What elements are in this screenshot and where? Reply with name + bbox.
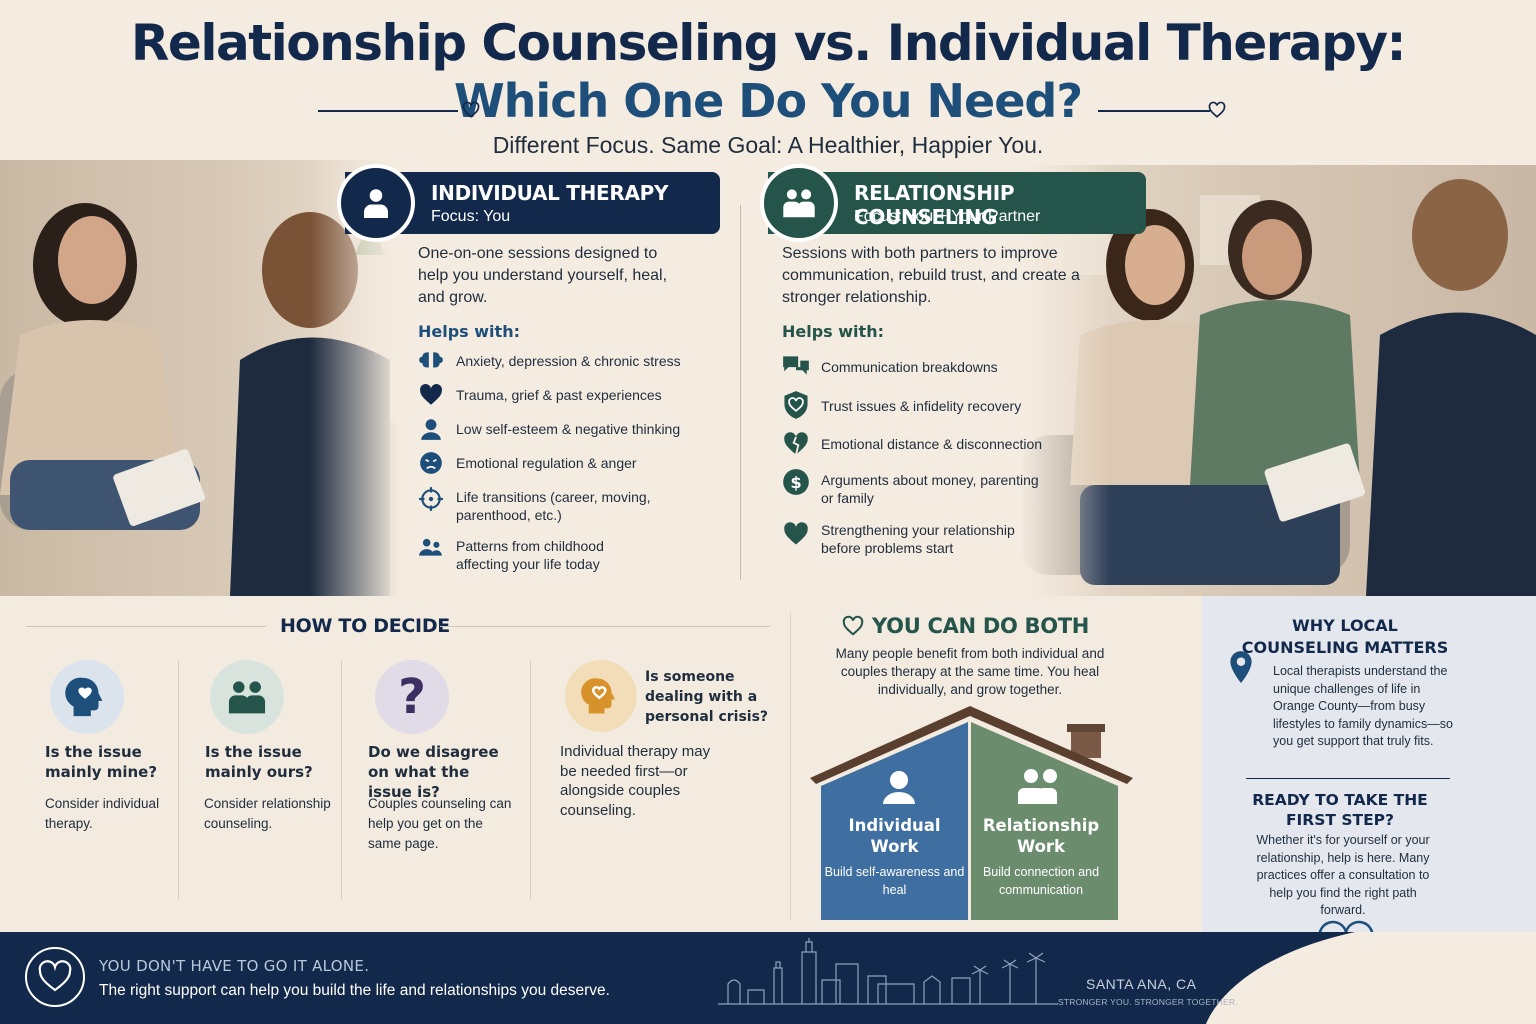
list-item: Low self-esteem & negative thinking (456, 421, 681, 437)
decide-icon-3: ? (375, 660, 449, 734)
list-item: Life transitions (career, moving, parent… (456, 489, 651, 523)
list-item: Strengthening your relationship before p… (821, 522, 1015, 556)
city-skyline-icon (718, 938, 1058, 1005)
relationship-counseling-photo (1020, 165, 1536, 596)
decide-question-2: Is the issue mainly ours? (205, 743, 313, 781)
decide-answer-3: Couples counseling can help you get on t… (368, 796, 512, 851)
decide-icon-4 (565, 660, 637, 732)
relationship-counseling-focus: Focus: You + Your Partner (854, 208, 1041, 225)
question-mark-icon: ? (398, 673, 426, 721)
heart-icon (462, 101, 480, 118)
column-divider (740, 205, 741, 580)
heart-icon (784, 522, 808, 545)
relationship-work-subtitle: Build connection and communication (982, 865, 1100, 897)
couple-icon (783, 189, 815, 218)
decide-answer-2: Consider relationship counseling. (204, 796, 331, 831)
footer: YOU DON'T HAVE TO GO IT ALONE. The right… (0, 932, 1536, 1024)
list-item: Arguments about money, parenting or fami… (821, 472, 1039, 506)
couple-icon (228, 681, 266, 714)
why-local-title: WHY LOCAL COUNSELING MATTERS (1241, 616, 1449, 657)
heart-icon (842, 615, 864, 636)
individual-work-title: Individual Work (848, 816, 941, 856)
heart-icon (1208, 101, 1226, 118)
individual-therapy-focus: Focus: You (431, 208, 511, 225)
decide-answer-1: Consider individual therapy. (45, 796, 160, 831)
header: Relationship Counseling vs. Individual T… (0, 0, 1536, 165)
list-item: Trauma, grief & past experiences (456, 387, 662, 403)
head-heart-icon (65, 677, 103, 717)
person-icon (421, 419, 441, 440)
relationship-counseling-description: Sessions with both partners to improve c… (782, 245, 1080, 306)
individual-therapy-banner: INDIVIDUAL THERAPY Focus: You (337, 164, 720, 242)
individual-work-subtitle: Build self-awareness and heal (824, 865, 965, 897)
decide-answer-4: Individual therapy may be needed first—o… (560, 743, 711, 819)
individual-helps-title: Helps with: (418, 322, 520, 341)
you-can-do-both-text: Many people benefit from both individual… (835, 646, 1105, 697)
why-local-text: Local therapists understand the unique c… (1273, 664, 1453, 748)
list-item: Emotional distance & disconnection (821, 436, 1043, 452)
relationship-counseling-title: RELATIONSHIP COUNSELING (854, 181, 1015, 229)
individual-therapy-description: One-on-one sessions designed to help you… (418, 245, 668, 306)
footer-tagline: STRONGER YOU. STRONGER TOGETHER. (1058, 997, 1238, 1007)
individual-therapy-photo (0, 160, 400, 596)
individual-therapy-title: INDIVIDUAL THERAPY (431, 181, 669, 205)
decorative-line-right (1098, 110, 1210, 112)
decide-icon-2 (210, 660, 284, 734)
angry-face-icon (420, 452, 442, 474)
shield-heart-icon (784, 391, 808, 419)
footer-headline: YOU DON'T HAVE TO GO IT ALONE. (99, 957, 370, 975)
brain-icon (419, 352, 443, 368)
list-item: Trust issues & infidelity recovery (821, 398, 1022, 414)
page-title: Relationship Counseling vs. Individual T… (130, 14, 1407, 72)
decorative-line-left (318, 110, 458, 112)
location-label: SANTA ANA, CA (1086, 976, 1197, 992)
decide-question-3: Do we disagree on what the issue is? (368, 743, 499, 801)
list-item: Emotional regulation & anger (456, 455, 637, 471)
list-item: Patterns from childhood affecting your l… (456, 538, 604, 572)
house-illustration (810, 706, 1133, 920)
location-pin-icon (1230, 651, 1252, 683)
decide-question-1: Is the issue mainly mine? (45, 743, 158, 781)
why-local-panel (1202, 596, 1536, 936)
how-to-decide-title: HOW TO DECIDE (280, 615, 450, 637)
tagline: Different Focus. Same Goal: A Healthier,… (492, 132, 1044, 158)
svg-text:?: ? (398, 673, 426, 721)
relationship-work-label: Relationship Work Build connection and c… (972, 815, 1110, 899)
broken-heart-icon (784, 432, 808, 455)
ready-title: READY TO TAKE THE FIRST STEP? (1252, 791, 1428, 829)
head-heart-icon (581, 678, 615, 714)
svg-text:$: $ (790, 473, 801, 492)
relationship-work-title: Relationship Work (982, 816, 1100, 856)
decide-question-4: Is someone dealing with a personal crisi… (645, 669, 769, 725)
individual-work-label: Individual Work Build self-awareness and… (822, 815, 967, 899)
list-item: Communication breakdowns (821, 359, 998, 375)
list-item: Anxiety, depression & chronic stress (456, 353, 681, 369)
ready-text: Whether it's for yourself or your relati… (1256, 833, 1430, 917)
family-icon (419, 538, 442, 556)
footer-text: The right support can help you build the… (99, 982, 610, 999)
dollar-icon: $ (783, 469, 809, 495)
heart-circle-icon (25, 947, 85, 1007)
relationship-helps-title: Helps with: (782, 322, 884, 341)
you-can-do-both-title: YOU CAN DO BOTH (872, 614, 1090, 638)
person-icon (364, 189, 388, 218)
decide-icon-1 (50, 660, 124, 734)
relationship-counseling-banner: RELATIONSHIP COUNSELING Focus: You + You… (760, 164, 1146, 242)
heart-icon (420, 384, 442, 405)
compass-icon (419, 487, 443, 511)
speech-bubbles-icon (783, 356, 809, 375)
page-subtitle-question: Which One Do You Need? (453, 74, 1083, 128)
